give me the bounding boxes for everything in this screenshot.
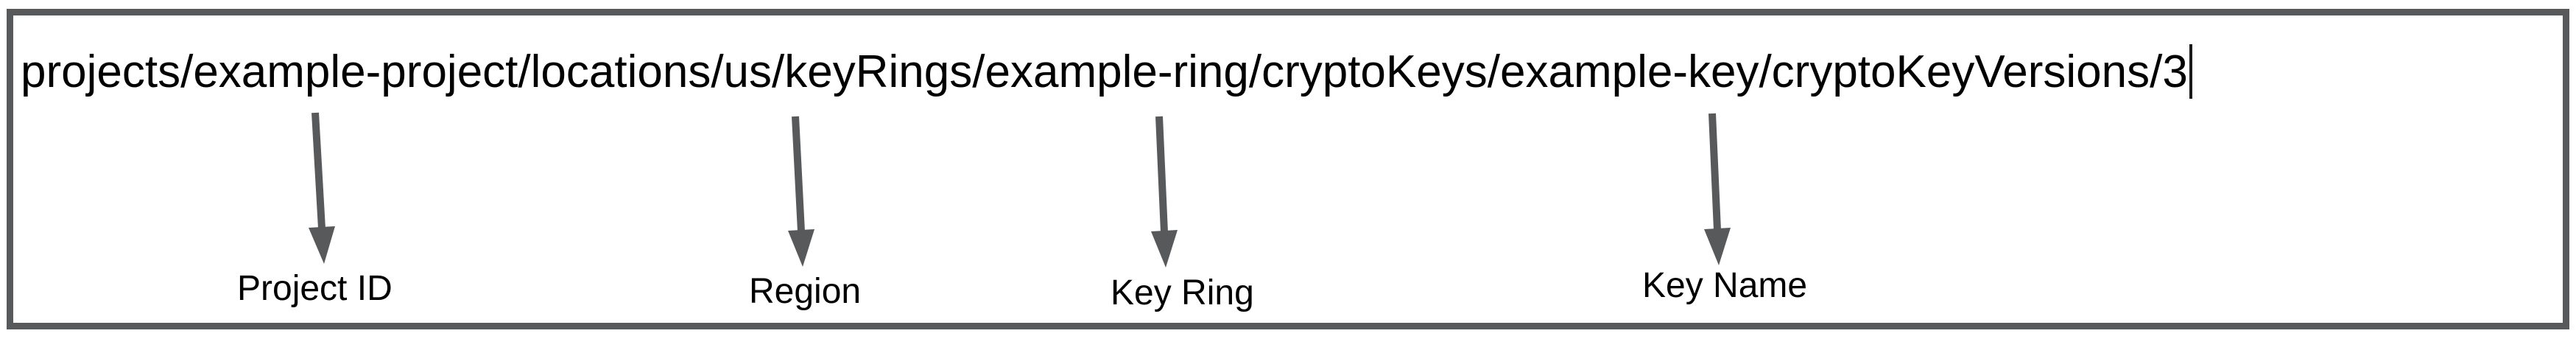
resource-path-value: projects/example-project/locations/us/ke… bbox=[21, 46, 2188, 97]
resource-path-text[interactable]: projects/example-project/locations/us/ke… bbox=[21, 44, 2192, 99]
text-cursor bbox=[2189, 44, 2192, 99]
label-key-name: Key Name bbox=[1642, 266, 1808, 305]
label-project-id: Project ID bbox=[237, 269, 393, 308]
resource-path-field[interactable] bbox=[7, 9, 2569, 329]
label-region: Region bbox=[749, 272, 862, 311]
label-key-ring: Key Ring bbox=[1111, 273, 1254, 312]
